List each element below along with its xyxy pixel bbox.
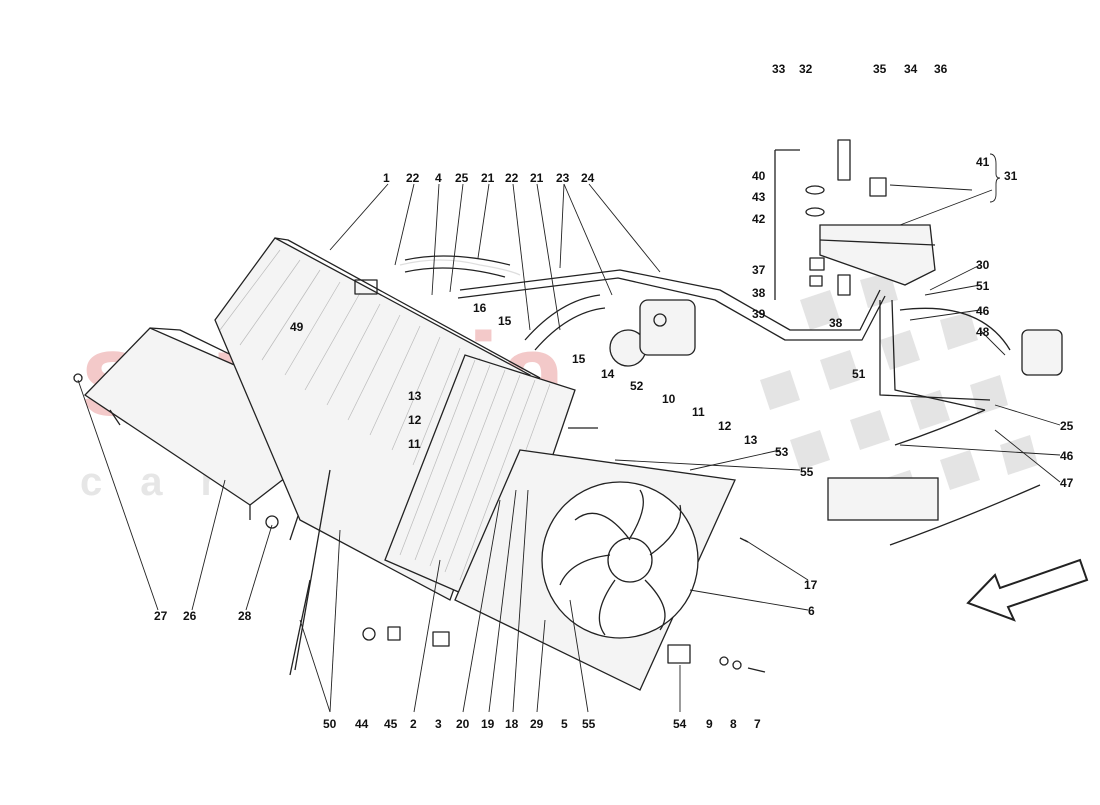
callout-10: 10 — [662, 392, 676, 406]
callout-17: 17 — [804, 578, 818, 592]
callout-5: 5 — [561, 717, 568, 731]
callout-26: 26 — [183, 609, 197, 623]
callout-51: 30 — [976, 258, 990, 272]
callout-55b: 55 — [800, 465, 814, 479]
callout-53: 53 — [775, 445, 789, 459]
callout-13b: 13 — [744, 433, 758, 447]
engine-hoses — [827, 299, 1063, 546]
callout-25c: 47 — [1060, 476, 1074, 490]
callout-11: 11 — [408, 437, 421, 451]
callout-39: 39 — [752, 307, 766, 321]
callout-22: 22 — [406, 171, 420, 185]
callout-32: 32 — [799, 62, 813, 76]
callout-12b: 12 — [718, 419, 732, 433]
callout-50: 50 — [323, 717, 337, 731]
callout-42: 42 — [752, 212, 766, 226]
callout-25b: 51 — [852, 367, 866, 381]
callout-9: 9 — [706, 717, 713, 731]
hoses — [399, 255, 886, 351]
callout-44: 44 — [355, 717, 369, 731]
callout-51b: 48 — [976, 325, 990, 339]
callout-8: 8 — [730, 717, 737, 731]
callout-23: 23 — [556, 171, 570, 185]
callout-3: 3 — [435, 717, 442, 731]
callout-28: 28 — [238, 609, 252, 623]
callout-40: 40 — [752, 169, 766, 183]
callout-35: 35 — [873, 62, 887, 76]
callout-12: 12 — [408, 413, 422, 427]
callout-2: 2 — [410, 717, 417, 731]
callout-38: 38 — [752, 286, 766, 300]
leader-lines — [77, 183, 1061, 713]
callout-24: 24 — [581, 171, 595, 185]
callout-27: 27 — [154, 609, 168, 623]
expansion-tank — [774, 139, 936, 300]
callout-21: 21 — [481, 171, 495, 185]
water-pump — [609, 299, 696, 367]
callout-45: 45 — [384, 717, 398, 731]
callout-41: 38 — [829, 316, 843, 330]
callout-37: 37 — [752, 263, 766, 277]
callout-55: 55 — [582, 717, 596, 731]
callout-46b: 25 — [1060, 419, 1074, 433]
bracket-30 — [989, 153, 1001, 203]
callout-46: 51 — [976, 279, 990, 293]
callout-7: 7 — [754, 717, 761, 731]
callout-54: 54 — [673, 717, 687, 731]
callout-36: 36 — [934, 62, 948, 76]
callout-19: 19 — [481, 717, 495, 731]
callout-20: 20 — [456, 717, 470, 731]
fan-shroud — [454, 449, 736, 691]
callout-6: 6 — [808, 604, 815, 618]
callout-47: 46 — [1060, 449, 1074, 463]
callout-16: 16 — [473, 301, 487, 315]
callout-22b: 22 — [505, 171, 519, 185]
callout-14: 14 — [601, 367, 615, 381]
small-parts — [362, 427, 766, 673]
callout-29: 29 — [530, 717, 544, 731]
callout-11b: 11 — [692, 405, 705, 419]
direction-arrow — [966, 558, 1089, 622]
callout-4: 4 — [435, 171, 442, 185]
callout-21b: 21 — [530, 171, 544, 185]
callout-31: 41 — [976, 155, 990, 169]
callout-25: 25 — [455, 171, 469, 185]
callout-1: 1 — [383, 171, 390, 185]
callout-48: 46 — [976, 304, 990, 318]
callout-43: 43 — [752, 190, 766, 204]
callout-13: 13 — [408, 389, 422, 403]
callout-numbers: 1 22 4 25 21 22 21 23 24 33 32 35 34 36 … — [154, 62, 1074, 731]
callout-34: 34 — [904, 62, 918, 76]
callout-15b: 15 — [572, 352, 586, 366]
callout-15: 15 — [498, 314, 512, 328]
callout-52: 52 — [630, 379, 644, 393]
callout-33: 33 — [772, 62, 786, 76]
callout-30: 31 — [1004, 169, 1018, 183]
callout-49: 49 — [290, 320, 304, 334]
callout-18: 18 — [505, 717, 519, 731]
